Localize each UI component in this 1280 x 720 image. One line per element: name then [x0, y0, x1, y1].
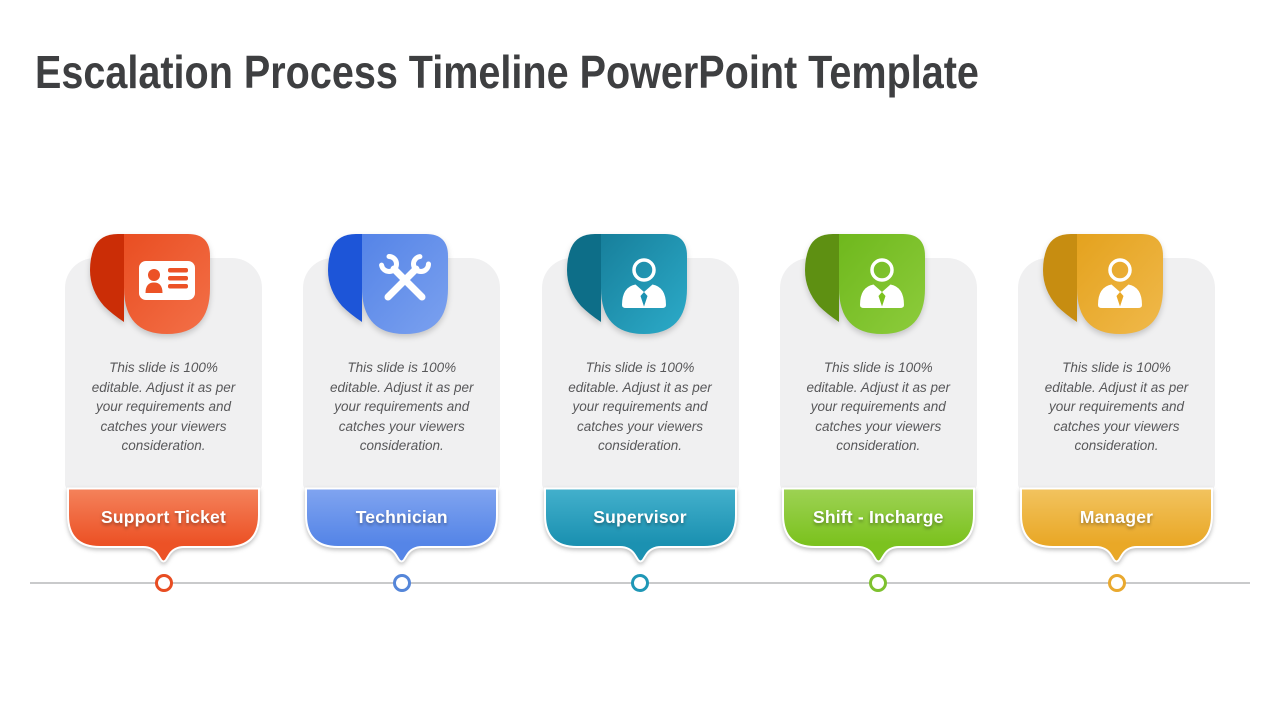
ribbon-banner — [803, 232, 933, 336]
timeline-node — [155, 574, 173, 592]
ribbon-banner — [1041, 232, 1171, 336]
ribbon-fold — [328, 234, 362, 322]
ribbon-fold — [90, 234, 124, 322]
stage-label: Manager — [1018, 497, 1215, 537]
stage-label: Technician — [303, 497, 500, 537]
card-description: This slide is 100% editable. Adjust it a… — [548, 358, 733, 456]
ribbon-fold — [567, 234, 601, 322]
ribbon-banner — [88, 232, 218, 336]
process-card-technician: This slide is 100% editable. Adjust it a… — [303, 232, 500, 604]
card-description: This slide is 100% editable. Adjust it a… — [309, 358, 494, 456]
process-card-shift-incharge: This slide is 100% editable. Adjust it a… — [780, 232, 977, 604]
ribbon-fold — [1043, 234, 1077, 322]
id-card-icon — [139, 261, 195, 300]
ribbon-body — [1077, 234, 1163, 334]
process-card-manager: This slide is 100% editable. Adjust it a… — [1018, 232, 1215, 604]
ribbon-banner — [326, 232, 456, 336]
process-card-support-ticket: This slide is 100% editable. Adjust it a… — [65, 232, 262, 604]
timeline-node — [869, 574, 887, 592]
process-cards-row: This slide is 100% editable. Adjust it a… — [65, 232, 1215, 604]
ribbon-body — [839, 234, 925, 334]
card-description: This slide is 100% editable. Adjust it a… — [1024, 358, 1209, 456]
timeline-node — [631, 574, 649, 592]
ribbon-banner — [565, 232, 695, 336]
card-description: This slide is 100% editable. Adjust it a… — [71, 358, 256, 456]
card-description: This slide is 100% editable. Adjust it a… — [786, 358, 971, 456]
process-card-supervisor: This slide is 100% editable. Adjust it a… — [542, 232, 739, 604]
ribbon-fold — [805, 234, 839, 322]
slide-title: Escalation Process Timeline PowerPoint T… — [35, 46, 979, 99]
timeline-node — [1108, 574, 1126, 592]
stage-label: Support Ticket — [65, 497, 262, 537]
stage-label: Supervisor — [542, 497, 739, 537]
timeline-node — [393, 574, 411, 592]
stage-label: Shift - Incharge — [780, 497, 977, 537]
ribbon-body — [601, 234, 687, 334]
